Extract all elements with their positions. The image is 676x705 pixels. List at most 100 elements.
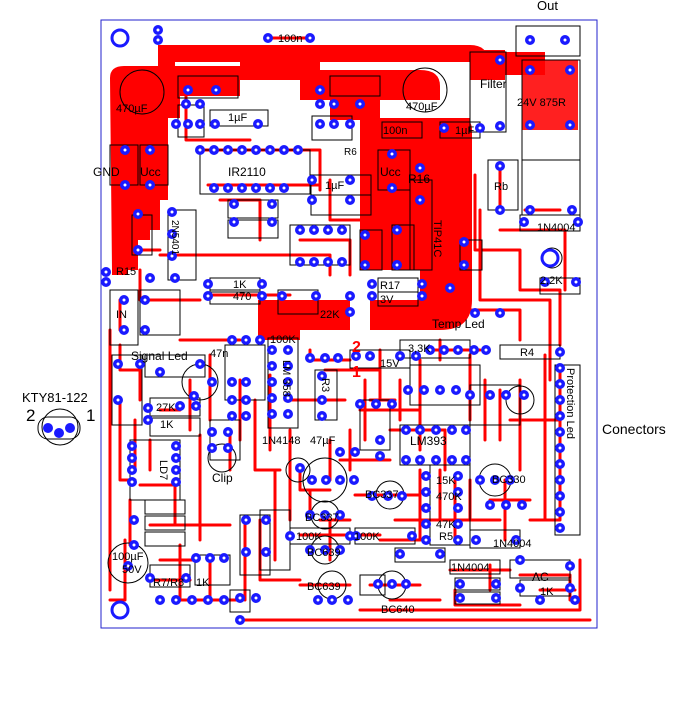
pad-drill-hole bbox=[450, 428, 454, 432]
pad-drill-hole bbox=[558, 350, 562, 354]
pad-drill-hole bbox=[146, 406, 150, 410]
board-outline bbox=[100, 19, 598, 629]
pad-drill-hole bbox=[528, 38, 532, 42]
silk-label: 27K bbox=[156, 402, 176, 414]
pad-drill-hole bbox=[488, 503, 492, 507]
pad-drill-hole bbox=[398, 552, 402, 556]
silk-label: 100n bbox=[383, 125, 407, 137]
pad-drill-hole bbox=[538, 598, 542, 602]
pad-drill-hole bbox=[508, 478, 512, 482]
pad-drill-hole bbox=[214, 88, 218, 92]
pad-drill-hole bbox=[104, 270, 108, 274]
pad-drill-hole bbox=[298, 228, 302, 232]
pad-drill-hole bbox=[338, 513, 342, 517]
pad-drill-hole bbox=[186, 122, 190, 126]
pad-drill-hole bbox=[230, 338, 234, 342]
pad-drill-hole bbox=[174, 480, 178, 484]
pad-drill-hole bbox=[260, 294, 264, 298]
silk-label: 47K bbox=[436, 519, 456, 531]
pad-drill-hole bbox=[174, 122, 178, 126]
pad-drill-hole bbox=[198, 148, 202, 152]
pad-drill-hole bbox=[156, 28, 160, 32]
pad-drill-hole bbox=[212, 186, 216, 190]
pad-drill-hole bbox=[568, 564, 572, 568]
pad-drill-hole bbox=[390, 402, 394, 406]
silk-label: 100n bbox=[278, 33, 302, 45]
pad-drill-hole bbox=[122, 328, 126, 332]
pad-drill-hole bbox=[568, 586, 572, 590]
silk-label: 22K bbox=[320, 309, 340, 321]
pad-drill-hole bbox=[170, 210, 174, 214]
pad-drill-hole bbox=[122, 298, 126, 302]
pad-drill-hole bbox=[398, 354, 402, 358]
pad-drill-hole bbox=[212, 148, 216, 152]
pad-drill-hole bbox=[254, 186, 258, 190]
pad-drill-hole bbox=[484, 348, 488, 352]
pad-drill-hole bbox=[374, 402, 378, 406]
silk-label: Rb bbox=[494, 181, 508, 193]
pad-drill-hole bbox=[266, 36, 270, 40]
pad-drill-hole bbox=[232, 220, 236, 224]
pad-drill-hole bbox=[468, 393, 472, 397]
pad-drill-hole bbox=[286, 412, 290, 416]
pad-drill-hole bbox=[318, 122, 322, 126]
silk-label: 1K bbox=[233, 279, 247, 291]
pad-drill-hole bbox=[232, 202, 236, 206]
pad-drill-hole bbox=[156, 38, 160, 42]
pad-drill-hole bbox=[158, 598, 162, 602]
silk-label: 2 bbox=[352, 339, 361, 356]
pad-drill-hole bbox=[146, 418, 150, 422]
pad-drill-hole bbox=[206, 598, 210, 602]
pad-drill-hole bbox=[280, 294, 284, 298]
pad-drill-hole bbox=[336, 356, 340, 360]
silk-label: 1µF bbox=[228, 112, 247, 124]
pad-drill-hole bbox=[418, 198, 422, 202]
pad-drill-hole bbox=[312, 260, 316, 264]
pad-drill-hole bbox=[458, 582, 462, 586]
silk-label: 2N5401 bbox=[169, 220, 180, 255]
pad-drill-hole bbox=[170, 254, 174, 258]
pad-drill-hole bbox=[244, 338, 248, 342]
silk-label: 15K bbox=[436, 475, 456, 487]
pad-drill-hole bbox=[348, 178, 352, 182]
output-connector-label: Out bbox=[537, 0, 558, 13]
pad-drill-hole bbox=[282, 148, 286, 152]
pad-drill-hole bbox=[348, 534, 352, 538]
pad-drill-hole bbox=[174, 468, 178, 472]
pad-drill-hole bbox=[136, 248, 140, 252]
silk-label: 1N4148 bbox=[262, 435, 301, 447]
pad-drill-hole bbox=[116, 362, 120, 366]
silk-label: 100K bbox=[270, 334, 296, 346]
pad-drill-hole bbox=[464, 428, 468, 432]
pad-drill-hole bbox=[418, 428, 422, 432]
pad-drill-hole bbox=[370, 282, 374, 286]
pad-drill-hole bbox=[424, 474, 428, 478]
pad-drill-hole bbox=[143, 328, 147, 332]
pad-drill-hole bbox=[198, 102, 202, 106]
pad-drill-hole bbox=[558, 462, 562, 466]
pad-drill-hole bbox=[576, 220, 580, 224]
kty-sensor-footprint bbox=[37, 416, 81, 440]
silk-label: AC bbox=[532, 570, 549, 584]
pad-drill-hole bbox=[286, 364, 290, 368]
pad-drill-hole bbox=[173, 276, 177, 280]
pad-drill-hole bbox=[264, 518, 268, 522]
pad-drill-hole bbox=[474, 538, 478, 542]
pad-drill-hole bbox=[376, 582, 380, 586]
pad-drill-hole bbox=[132, 518, 136, 522]
silk-label: 1N4004 bbox=[451, 562, 490, 574]
pad-drill-hole bbox=[138, 362, 142, 366]
pad-drill-hole bbox=[240, 148, 244, 152]
pad-drill-hole bbox=[318, 88, 322, 92]
silk-label: 2,2K bbox=[540, 275, 563, 287]
pad-drill-hole bbox=[498, 311, 502, 315]
pad-drill-hole bbox=[143, 298, 147, 302]
connectors-label: Conectors bbox=[602, 421, 666, 437]
silk-label: 1K bbox=[540, 586, 554, 598]
silk-label: 1K bbox=[196, 577, 210, 589]
pad-drill-hole bbox=[390, 582, 394, 586]
pad-drill-hole bbox=[395, 228, 399, 232]
silk-label: Protection Led bbox=[564, 368, 576, 439]
pad-drill-hole bbox=[558, 398, 562, 402]
pad-drill-hole bbox=[282, 186, 286, 190]
